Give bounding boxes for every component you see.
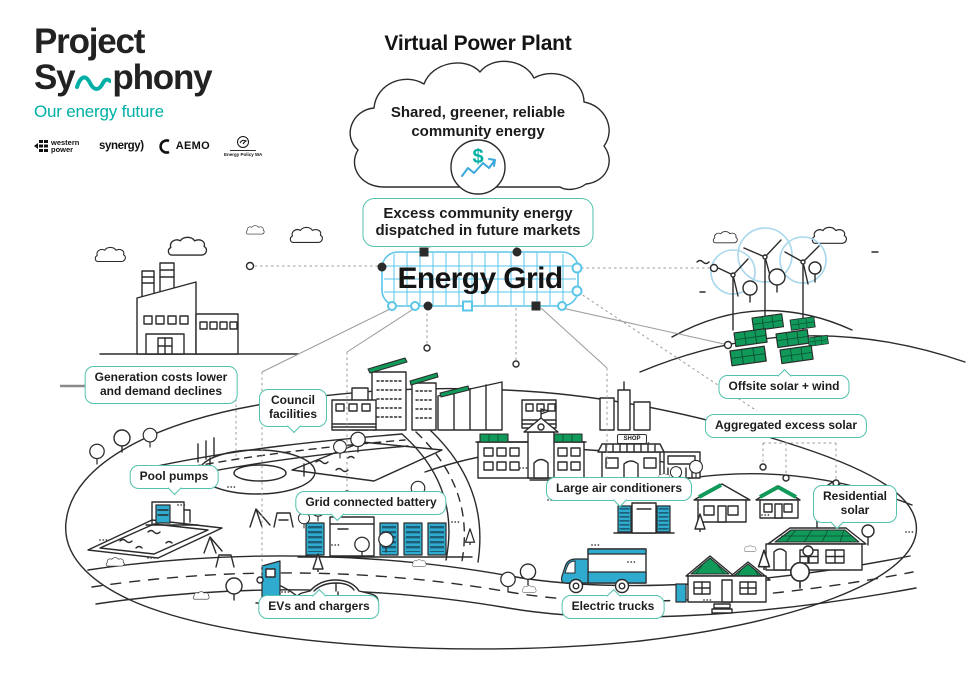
sky-clouds: [94, 225, 879, 293]
brand-tagline: Our energy future: [34, 102, 164, 122]
energy-grid-label: Energy Grid: [397, 261, 563, 295]
dollar-circle-icon: [450, 139, 506, 195]
western-power-logo: western power: [34, 138, 85, 155]
aemo-logo-icon: [159, 139, 170, 154]
air-conditioner: [613, 502, 675, 534]
callout-evs-chargers: EVs and chargers: [258, 595, 380, 619]
factory-illustration: [60, 262, 299, 388]
callout-air-conditioners: Large air conditioners: [545, 477, 693, 501]
city-buildings: [331, 357, 651, 431]
callout-excess-energy: Excess community energy dispatched in fu…: [362, 198, 594, 247]
aemo-logo: AEMO: [158, 139, 210, 154]
houses: [675, 480, 891, 614]
partner-logos: western power synergy) AEMO Energy Polic…: [34, 135, 262, 157]
callout-aggregated-solar: Aggregated excess solar: [704, 414, 868, 438]
energy-grid-box: [377, 247, 583, 312]
brand-line2-pre: Sy: [34, 57, 76, 97]
callout-offsite-solar-wind: Offsite solar + wind: [718, 375, 850, 399]
callout-council-facilities: Council facilities: [258, 389, 328, 427]
community-energy-cloud: [349, 60, 610, 195]
page-title: Virtual Power Plant: [384, 32, 572, 55]
pool-pump: [145, 501, 199, 526]
shop-sign: SHOP: [617, 434, 647, 444]
pool: [87, 519, 223, 559]
callout-electric-trucks: Electric trucks: [561, 595, 665, 619]
synergy-logo: synergy): [99, 140, 144, 153]
wa-crest-icon: [237, 136, 250, 149]
brand-line2: Sy phony: [34, 57, 262, 97]
brand-line2-post: phony: [112, 57, 212, 97]
offsite-solar-panels: [729, 313, 829, 367]
cloud-text: Shared, greener, reliable community ener…: [390, 104, 566, 140]
electric-truck: [560, 548, 647, 594]
callout-pool-pumps: Pool pumps: [129, 465, 219, 489]
callout-generation-costs: Generation costs lower and demand declin…: [84, 366, 238, 404]
energy-policy-wa-logo: Energy Policy WA: [224, 135, 262, 157]
trend-arrow-icon: [461, 158, 496, 177]
dollar-sign: $: [472, 146, 484, 168]
callout-grid-battery: Grid connected battery: [295, 491, 447, 515]
western-power-logo-icon: [34, 139, 48, 152]
brand-line1: Project: [34, 22, 145, 61]
shop-buildings: [597, 443, 701, 479]
symphony-wave-icon: [75, 75, 112, 91]
council-building: [475, 408, 587, 481]
brand-logo: Project Sy phony Our energy future weste…: [34, 24, 262, 157]
playground: [203, 508, 294, 568]
callout-residential-solar: Residential solar: [812, 485, 898, 523]
